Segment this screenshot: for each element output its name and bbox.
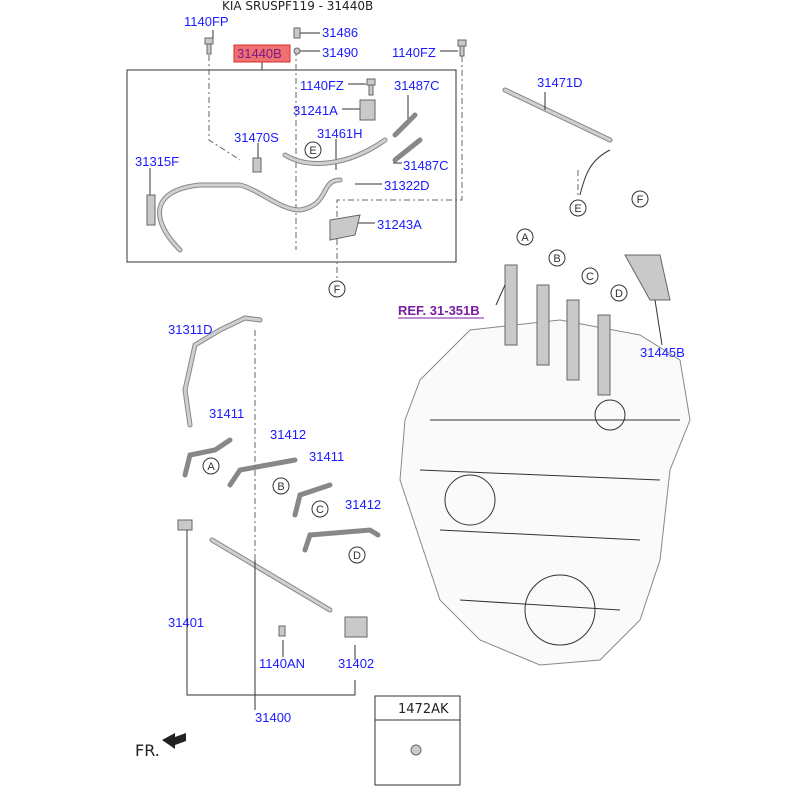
part-box-1472ak [374, 695, 461, 786]
clip-icon [410, 744, 422, 756]
reference-link[interactable]: REF. 31-351B [398, 303, 480, 318]
callout-f: F [328, 280, 346, 298]
label-31241a[interactable]: 31241A [293, 103, 338, 118]
label-31487c[interactable]: 31487C [394, 78, 440, 93]
label-1140fz[interactable]: 1140FZ [392, 45, 436, 60]
label-31445b[interactable]: 31445B [640, 345, 685, 360]
label-1140an[interactable]: 1140AN [259, 656, 305, 671]
label-31412[interactable]: 31412 [270, 427, 306, 442]
label-31470s[interactable]: 31470S [234, 130, 279, 145]
front-indicator: FR. [135, 741, 160, 760]
svg-text:B: B [553, 253, 560, 265]
svg-text:D: D [353, 550, 361, 562]
label-31471d[interactable]: 31471D [537, 75, 583, 90]
label-31411[interactable]: 31411 [209, 406, 244, 421]
bolt-icon [293, 27, 301, 39]
label-31440b[interactable]: 31440B [237, 46, 282, 61]
highlight-box [233, 44, 291, 63]
callout-d: D [610, 284, 628, 302]
callout-b: B [272, 477, 290, 495]
callout-a: A [516, 228, 534, 246]
svg-text:B: B [277, 481, 284, 493]
label-31402[interactable]: 31402 [338, 656, 374, 671]
callout-e: E [569, 199, 587, 217]
callout-b: B [548, 249, 566, 267]
callout-e: E [304, 141, 322, 159]
svg-text:E: E [309, 145, 316, 157]
label-31315f[interactable]: 31315F [135, 154, 179, 169]
label-1140fp[interactable]: 1140FP [184, 14, 229, 29]
svg-text:A: A [207, 461, 215, 473]
label-1140fz[interactable]: 1140FZ [300, 78, 344, 93]
bolt-icon [457, 39, 467, 57]
label-31400[interactable]: 31400 [255, 710, 291, 725]
label-31461h[interactable]: 31461H [317, 126, 363, 141]
callout-a: A [202, 457, 220, 475]
engine-block-illustration [399, 319, 691, 666]
front-arrow-icon [162, 733, 186, 749]
callout-d: D [348, 546, 366, 564]
label-31412[interactable]: 31412 [345, 497, 381, 512]
svg-text:F: F [334, 284, 341, 296]
bolt-icon [366, 78, 376, 96]
label-31311d[interactable]: 31311D [168, 322, 213, 337]
callout-c: C [581, 267, 599, 285]
label-1472ak[interactable]: 1472AK [398, 702, 449, 717]
label-31487c[interactable]: 31487C [403, 158, 449, 173]
svg-text:C: C [586, 271, 594, 283]
label-31322d[interactable]: 31322D [384, 178, 430, 193]
diagram-title: KIA SRUSPF119 - 31440B [222, 0, 373, 13]
label-31401[interactable]: 31401 [168, 615, 204, 630]
callout-c: C [311, 500, 329, 518]
label-31243a[interactable]: 31243A [377, 217, 422, 232]
assembly-frame [126, 69, 457, 263]
label-31486[interactable]: 31486 [322, 25, 358, 40]
svg-text:A: A [521, 232, 529, 244]
svg-text:C: C [316, 504, 324, 516]
injector-illustration [504, 254, 671, 396]
washer-icon [293, 47, 301, 55]
svg-text:F: F [637, 194, 644, 206]
bolt-icon [204, 37, 214, 55]
callout-f: F [631, 190, 649, 208]
label-31411[interactable]: 31411 [309, 449, 344, 464]
svg-text:D: D [615, 288, 623, 300]
label-31490[interactable]: 31490 [322, 45, 358, 60]
svg-text:E: E [574, 203, 581, 215]
